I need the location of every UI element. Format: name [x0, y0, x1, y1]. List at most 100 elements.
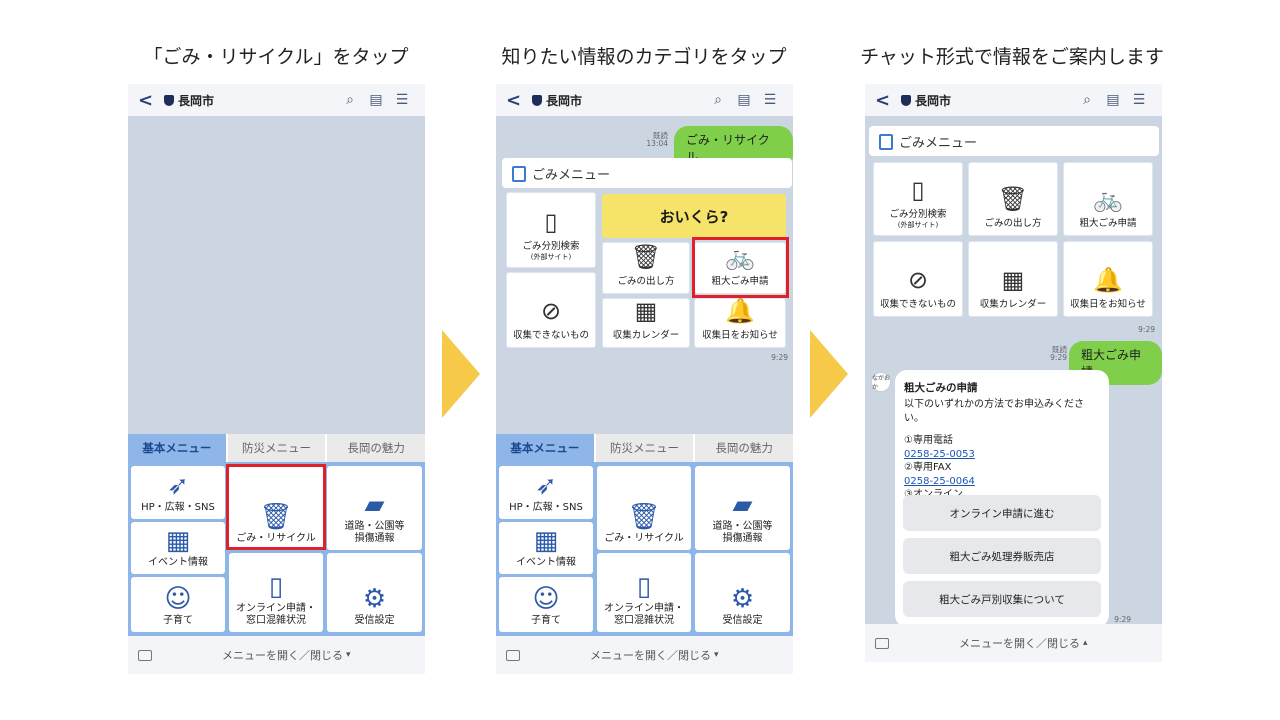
notes-icon[interactable]: ▤ — [1106, 92, 1120, 108]
menu-event[interactable]: ▦イベント情報 — [499, 522, 593, 574]
phone-screen-3: < 長岡市 ⌕ ▤ ☰ ごみメニュー ▯ごみ分別検索(外部サイト) 🗑ごみの出し… — [865, 84, 1162, 662]
flex-item-sodai[interactable]: 🚲粗大ごみ申請 — [1063, 162, 1153, 236]
shield-icon — [164, 94, 174, 106]
bot-avatar[interactable]: ながおか — [871, 372, 891, 392]
menu-label: ごみ・リサイクル — [236, 533, 316, 544]
chevron-left-icon[interactable]: < — [138, 89, 154, 111]
rich-menu-grid: ➶HP・広報・SNS ▦イベント情報 ☺子育て 🗑ごみ・リサイクル ▯オンライン… — [499, 466, 790, 633]
ticket-shops-button[interactable]: 粗大ごみ処理券販売店 — [903, 538, 1101, 574]
chevron-left-icon[interactable]: < — [506, 89, 522, 111]
keyboard-icon[interactable] — [875, 637, 889, 649]
chevron-left-icon[interactable]: < — [875, 89, 891, 111]
card-line-phone: ①専用電話 — [904, 435, 953, 446]
hamburger-icon[interactable]: ☰ — [395, 92, 409, 108]
baby-icon: ☺ — [164, 584, 192, 614]
rich-menu: 基本メニュー 防災メニュー 長岡の魅力 ➶HP・広報・SNS ▦イベント情報 ☺… — [128, 434, 425, 636]
flex-item-calendar[interactable]: ▦収集カレンダー — [968, 241, 1058, 317]
hamburger-icon[interactable]: ☰ — [1132, 92, 1146, 108]
trash-icon: 🗑 — [627, 502, 661, 532]
tab-basic[interactable]: 基本メニュー — [128, 434, 226, 462]
notes-icon[interactable]: ▤ — [737, 92, 751, 108]
item-label: 収集できないもの — [512, 329, 589, 341]
menu-toggle-bar[interactable]: メニューを開く／閉じる ▴ — [865, 624, 1162, 662]
tab-disaster[interactable]: 防災メニュー — [227, 434, 326, 462]
phone-link[interactable]: 0258-25-0053 — [904, 448, 975, 460]
fax-link[interactable]: 0258-25-0064 — [904, 475, 975, 487]
chat-header: < 長岡市 ⌕ ▤ ☰ — [865, 84, 1162, 116]
online-apply-button[interactable]: オンライン申請に進む — [903, 495, 1101, 531]
menu-kosodate[interactable]: ☺子育て — [131, 577, 225, 632]
gear-icon: ⚙ — [730, 584, 755, 614]
baby-icon: ☺ — [532, 584, 560, 614]
item-label: 粗大ごみ申請 — [711, 275, 769, 287]
flex-item-bunbetsu[interactable]: ▯ごみ分別検索(外部サイト) — [506, 192, 596, 268]
shield-icon — [901, 94, 911, 106]
tab-nagaoka[interactable]: 長岡の魅力 — [695, 434, 793, 462]
gear-icon: ⚙ — [362, 584, 387, 614]
menu-label: 子育て — [531, 615, 561, 626]
oikura-banner[interactable]: おいくら? — [602, 194, 786, 238]
menu-label: 道路・公園等 — [344, 521, 405, 532]
flex-item-dashikata[interactable]: 🗑ごみの出し方 — [602, 242, 690, 294]
flex-item-dashikata[interactable]: 🗑ごみの出し方 — [968, 162, 1058, 236]
caret-down-icon: ▾ — [346, 650, 351, 660]
flex-item-dekinai[interactable]: ⊘収集できないもの — [873, 241, 963, 317]
chat-header: < 長岡市 ⌕ ▤ ☰ — [496, 84, 793, 116]
search-icon[interactable]: ⌕ — [1083, 92, 1091, 108]
item-sublabel: (外部サイト) — [897, 220, 939, 229]
menu-settings[interactable]: ⚙受信設定 — [695, 553, 790, 632]
calendar-icon: ▦ — [1001, 265, 1025, 294]
search-icon[interactable]: ⌕ — [346, 92, 354, 108]
menu-label: HP・広報・SNS — [141, 502, 215, 513]
hamburger-icon[interactable]: ☰ — [763, 92, 777, 108]
menu-kosodate[interactable]: ☺子育て — [499, 577, 593, 632]
menu-hp-sns[interactable]: ➶HP・広報・SNS — [131, 466, 225, 519]
highlight-gomi — [226, 464, 326, 550]
chat-title: 長岡市 — [915, 93, 952, 108]
card-intro: 以下のいずれかの方法でお申込みください。 — [904, 399, 1084, 424]
tab-disaster[interactable]: 防災メニュー — [595, 434, 694, 462]
chat-title: 長岡市 — [546, 93, 583, 108]
flex-item-calendar[interactable]: ▦収集カレンダー — [602, 297, 690, 348]
menu-online[interactable]: ▯オンライン申請・窓口混雑状況 — [229, 553, 323, 632]
flex-item-sodai[interactable]: 🚲粗大ごみ申請 — [694, 242, 786, 294]
read-label: 既読 — [653, 131, 668, 140]
flex-item-oshirase[interactable]: 🔔収集日をお知らせ — [1063, 241, 1153, 317]
door-to-door-button[interactable]: 粗大ごみ戸別収集について — [903, 581, 1101, 617]
menu-hp-sns[interactable]: ➶HP・広報・SNS — [499, 466, 593, 519]
tab-nagaoka[interactable]: 長岡の魅力 — [327, 434, 425, 462]
keyboard-icon[interactable] — [138, 649, 152, 661]
menu-label: イベント情報 — [516, 557, 576, 568]
menu-gomi[interactable]: 🗑ごみ・リサイクル — [229, 466, 323, 550]
menu-doro[interactable]: ▰道路・公園等損傷通報 — [327, 466, 422, 550]
search-icon[interactable]: ⌕ — [714, 92, 722, 108]
menu-doro[interactable]: ▰道路・公園等損傷通報 — [695, 466, 790, 550]
keyboard-icon[interactable] — [506, 649, 520, 661]
menu-toggle-bar[interactable]: メニューを開く／閉じる ▾ — [128, 636, 425, 674]
notes-icon[interactable]: ▤ — [369, 92, 383, 108]
menu-gomi[interactable]: 🗑ごみ・リサイクル — [597, 466, 691, 550]
phone-screen-1: < 長岡市 ⌕ ▤ ☰ 基本メニュー 防災メニュー 長岡の魅力 ➶HP・広報・S… — [128, 84, 425, 674]
tab-basic[interactable]: 基本メニュー — [496, 434, 594, 462]
item-label: ごみの出し方 — [984, 217, 1042, 229]
flex-item-bunbetsu[interactable]: ▯ごみ分別検索(外部サイト) — [873, 162, 963, 236]
menu-online[interactable]: ▯オンライン申請・窓口混雑状況 — [597, 553, 691, 632]
menu-label: 損傷通報 — [722, 533, 763, 544]
flex-item-dekinai[interactable]: ⊘収集できないもの — [506, 272, 596, 348]
item-label: 収集できないもの — [879, 298, 956, 310]
menu-settings[interactable]: ⚙受信設定 — [327, 553, 422, 632]
arrow-right-icon — [810, 330, 848, 418]
rich-menu-tabs: 基本メニュー 防災メニュー 長岡の魅力 — [128, 434, 425, 462]
calendar-icon: ▦ — [165, 526, 191, 556]
bird-icon: ➶ — [167, 471, 189, 501]
menu-event[interactable]: ▦イベント情報 — [131, 522, 225, 574]
menu-toggle-bar[interactable]: メニューを開く／閉じる ▾ — [496, 636, 793, 674]
flex-item-oshirase[interactable]: 🔔収集日をお知らせ — [694, 297, 786, 348]
item-label: ごみ分別検索 — [889, 209, 947, 221]
item-label: ごみ分別検索 — [522, 241, 580, 253]
message-time: 9:29 — [1050, 353, 1067, 363]
caret-down-icon: ▾ — [714, 650, 719, 660]
